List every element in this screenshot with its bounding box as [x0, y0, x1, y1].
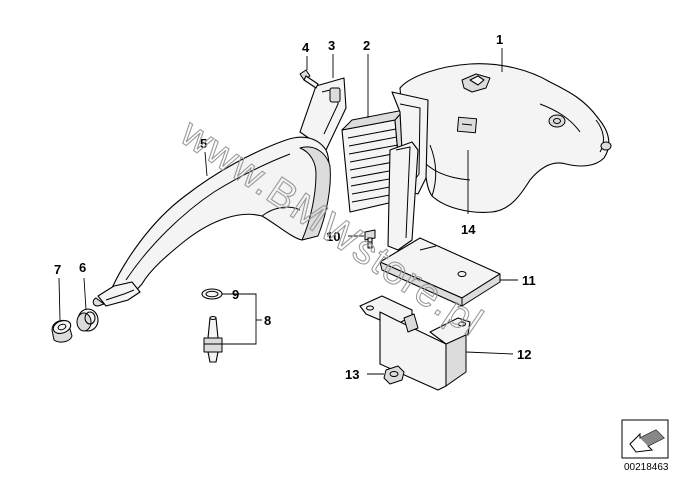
callout-2: 2: [363, 38, 370, 53]
callout-12: 12: [517, 347, 531, 362]
part-13-nut: [383, 365, 405, 385]
callout-5: 5: [200, 136, 207, 151]
callout-7: 7: [54, 262, 61, 277]
part-3-bracket: [299, 77, 347, 151]
callout-3: 3: [328, 38, 335, 53]
part-6-grommet: [76, 308, 99, 332]
document-number-box: 00218463: [621, 419, 669, 473]
part-8-temperature-sensor: [203, 315, 223, 363]
part-9-o-ring: [201, 288, 223, 300]
callout-8: 8: [264, 313, 271, 328]
callout-11: 11: [522, 273, 536, 288]
callout-10: 10: [326, 229, 340, 244]
filter-frame: [387, 91, 429, 251]
callout-9: 9: [232, 287, 239, 302]
part-1-intake-silencer-housing: [399, 63, 612, 213]
leader-lines: [58, 48, 518, 375]
callout-6: 6: [79, 260, 86, 275]
part-5-intake-snout: [92, 136, 331, 307]
callout-1: 1: [496, 32, 503, 47]
callout-4: 4: [302, 40, 310, 55]
callout-labels: 1 2 3 4 5 6 7 8 9 10 11 12 13 14: [54, 32, 536, 382]
callout-13: 13: [345, 367, 359, 382]
part-10-screw: [364, 229, 376, 249]
document-number: 00218463: [624, 462, 669, 473]
part-4-screw: [299, 69, 319, 89]
part-11-carrier: [379, 237, 501, 307]
callout-14: 14: [461, 222, 476, 237]
part-7-plug: [51, 319, 73, 343]
